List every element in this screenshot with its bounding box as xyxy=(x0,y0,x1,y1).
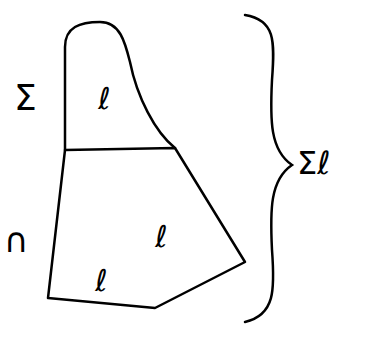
node-text: ℓ xyxy=(155,220,167,253)
sketch-label: Σ xyxy=(14,78,37,118)
sketch-shape: ℓ xyxy=(65,22,177,152)
node-text: ℓ xyxy=(95,264,107,297)
curly-brace xyxy=(245,15,292,322)
sketch-shape: ℓℓ xyxy=(45,148,247,312)
sketch-label: ∩ xyxy=(4,222,29,259)
sketch-label: Σℓ xyxy=(297,146,330,181)
shape-outline xyxy=(45,148,247,312)
node-text: ℓ xyxy=(98,82,110,115)
shape-outline xyxy=(65,22,177,152)
